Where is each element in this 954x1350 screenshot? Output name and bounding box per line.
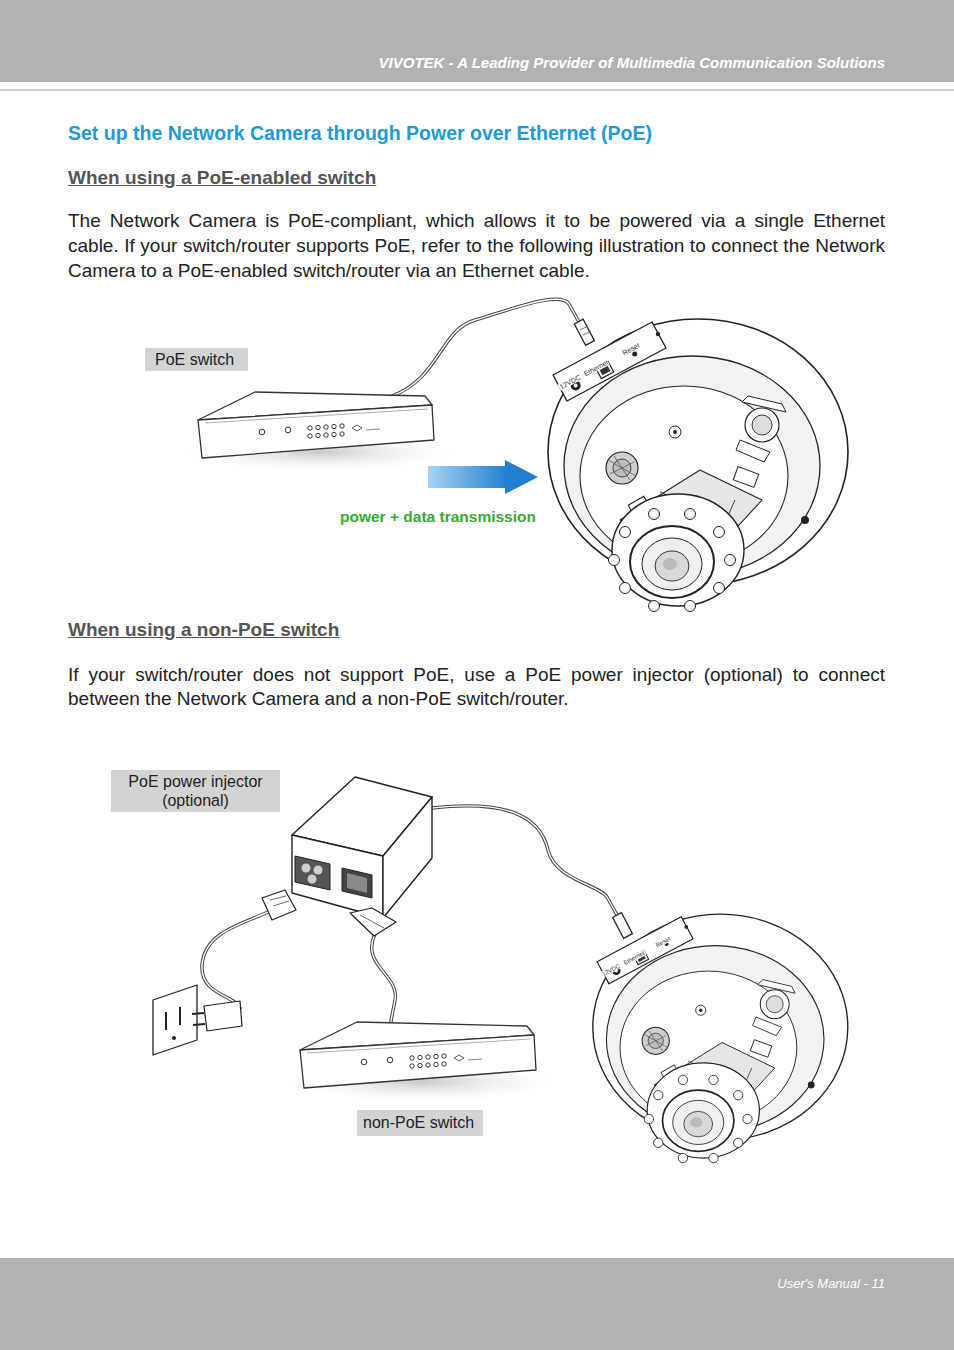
label-holder: power + data transmission [340,507,536,527]
label-holder: When using a non-PoE switch [68,619,339,641]
label-holder: The Network Camera is PoE-compliant, whi… [68,208,885,283]
label-holder: VIVOTEK - A Leading Provider of Multimed… [0,53,885,73]
title-holder: Set up the Network Camera through Power … [68,121,652,145]
callout-box: PoE switch [145,348,248,371]
page-number: User's Manual - 11 [0,1275,885,1293]
callout-box: non-PoE switch [357,1110,483,1136]
page-title: Set up the Network Camera through Power … [68,121,652,145]
label-holder: User's Manual - 11 [0,1275,885,1293]
callout-text: PoE switch [155,349,234,370]
body-paragraph: The Network Camera is PoE-compliant, whi… [68,208,885,283]
section-heading: When using a non-PoE switch [68,619,339,641]
label-holder: When using a PoE-enabled switch [68,167,376,189]
section-heading: When using a PoE-enabled switch [68,167,376,189]
callout-text: PoE power injector (optional) [117,772,274,810]
arrow-label: power + data transmission [340,507,536,527]
callout-box: PoE power injector (optional) [111,770,280,812]
callout-text: non-PoE switch [363,1112,474,1134]
header-text: VIVOTEK - A Leading Provider of Multimed… [0,53,885,73]
label-holder: If your switch/router does not support P… [68,663,885,711]
body-paragraph: If your switch/router does not support P… [68,663,885,711]
